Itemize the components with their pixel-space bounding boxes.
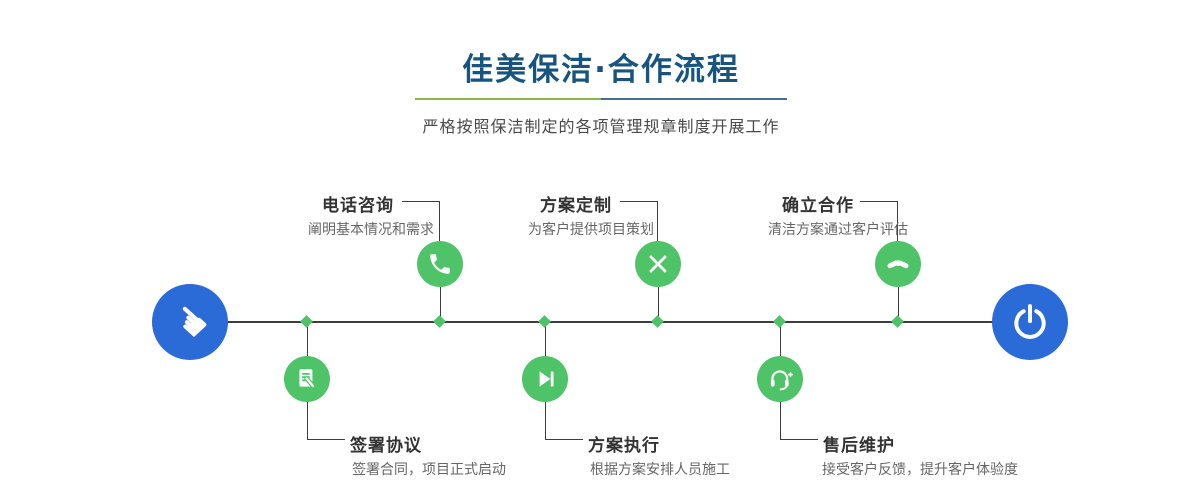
timeline-diamond <box>538 315 551 328</box>
step-node-plan-execute <box>522 356 568 402</box>
timeline-diamond <box>300 315 313 328</box>
connector-elbow <box>402 201 440 241</box>
step-desc-cooperation: 清洁方案通过客户评估 <box>768 222 908 238</box>
power-icon <box>1014 304 1046 339</box>
step-node-after-sales <box>757 356 803 402</box>
timeline-line <box>190 321 1030 323</box>
play-icon <box>539 371 554 387</box>
step-title-sign-contract: 签署协议 <box>350 436 422 456</box>
connector-stem <box>898 287 899 321</box>
connector-elbow <box>860 201 898 241</box>
step-desc-plan-design: 为客户提供项目策划 <box>528 222 654 238</box>
step-node-cooperation <box>875 241 921 287</box>
step-node-plan-design <box>635 241 681 287</box>
step-title-after-sales: 售后维护 <box>823 436 895 456</box>
page-title: 佳美保洁·合作流程 <box>462 52 740 88</box>
connector-elbow <box>545 402 583 440</box>
step-title-plan-execute: 方案执行 <box>588 436 660 456</box>
timeline-diamond <box>891 315 904 328</box>
connector-stem <box>658 287 659 321</box>
connector-stem <box>545 323 546 356</box>
timeline-diamond <box>433 315 446 328</box>
divider-green-segment <box>415 98 601 100</box>
handshake-icon <box>887 260 909 269</box>
contract-icon <box>299 369 316 389</box>
end-node <box>992 284 1068 360</box>
connector-stem <box>780 323 781 356</box>
connector-elbow <box>307 402 345 440</box>
step-title-plan-design: 方案定制 <box>540 196 612 216</box>
start-node: ☚ <box>152 284 228 360</box>
step-title-cooperation: 确立合作 <box>782 196 854 216</box>
connector-stem <box>440 287 441 321</box>
pointing-hand-icon: ☚ <box>161 292 219 352</box>
step-desc-after-sales: 接受客户反馈，提升客户体验度 <box>822 462 1018 478</box>
connector-elbow <box>620 201 658 241</box>
design-tools-icon <box>649 255 667 273</box>
phone-icon <box>430 254 450 274</box>
timeline-diamond <box>773 315 786 328</box>
step-desc-sign-contract: 签署合同，项目正式启动 <box>352 462 506 478</box>
step-desc-phone-consult: 阐明基本情况和需求 <box>308 222 434 238</box>
step-title-phone-consult: 电话咨询 <box>322 196 394 216</box>
step-node-phone-consult <box>417 241 463 287</box>
connector-elbow <box>780 402 818 440</box>
connector-stem <box>307 323 308 356</box>
step-desc-plan-execute: 根据方案安排人员施工 <box>590 462 730 478</box>
step-node-sign-contract <box>284 356 330 402</box>
divider-blue-segment <box>601 98 787 100</box>
page-subtitle: 严格按照保洁制定的各项管理规章制度开展工作 <box>422 117 780 136</box>
title-divider <box>415 98 787 100</box>
timeline-diamond <box>651 315 664 328</box>
headset-icon <box>770 370 793 391</box>
